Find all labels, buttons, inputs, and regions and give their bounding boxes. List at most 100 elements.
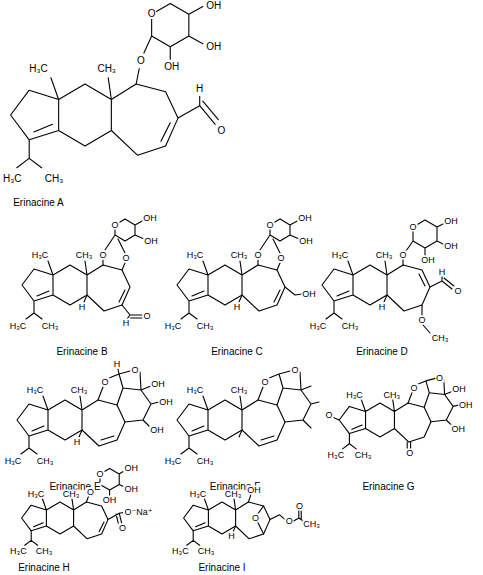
- atom-label: CH₃: [224, 490, 243, 499]
- atom-label: H: [227, 531, 236, 540]
- atom-label: CH₃: [35, 546, 54, 555]
- atom-label: CH₃: [354, 450, 373, 459]
- compound-name: Erinacine C: [210, 347, 264, 357]
- atom-label: O: [435, 373, 444, 382]
- atom-label: OH: [450, 424, 466, 433]
- atom-label: H₃C: [164, 322, 183, 331]
- atom-label: O: [253, 251, 262, 260]
- atom-label: CH₃: [75, 251, 94, 260]
- atom-label: OH: [143, 237, 159, 246]
- atom-label: O: [405, 449, 414, 458]
- atom-label: O: [408, 223, 417, 232]
- atom-label: CH₃: [70, 386, 89, 395]
- atom-label: OH: [123, 464, 139, 473]
- atom-label: CH₃: [196, 322, 215, 331]
- atom-label: O: [417, 316, 426, 325]
- atom-label: OH: [297, 214, 313, 223]
- atom-label: H₃C: [27, 490, 46, 499]
- atom-label: OH: [246, 486, 262, 495]
- atom-label: CH₃: [96, 64, 117, 74]
- atom-label: H₃C: [309, 322, 328, 331]
- atom-label: CH₃: [431, 334, 450, 343]
- molecule-a: [11, 3, 219, 167]
- atom-label: O: [453, 287, 462, 296]
- atom-label: O: [251, 514, 260, 523]
- molecule-g: [333, 378, 460, 449]
- atom-label: O: [295, 502, 304, 511]
- atom-label: H₃C: [345, 390, 364, 399]
- atom-label: OH: [163, 62, 180, 72]
- atom-label: H₃C: [171, 546, 190, 555]
- atom-label: OH: [150, 380, 166, 389]
- atom-label: OH: [301, 290, 317, 299]
- atom-label: H: [438, 268, 447, 277]
- atom-label: CH₃: [230, 386, 249, 395]
- atom-label: H₃C: [164, 457, 183, 466]
- atom-label: OH: [123, 485, 139, 494]
- atom-label: O: [147, 9, 157, 19]
- atom-label: CH₃: [197, 546, 216, 555]
- atom-label: OH: [102, 495, 118, 504]
- atom-label: CH₃: [41, 322, 60, 331]
- atom-label: H₃C: [186, 386, 205, 395]
- atom-label: OH: [142, 214, 158, 223]
- atom-label: H₃C: [326, 450, 345, 459]
- atom-label: H: [378, 303, 387, 312]
- atom-label: O: [265, 221, 274, 230]
- molecule-b: [22, 219, 144, 319]
- atom-label: CH₃: [341, 322, 360, 331]
- atom-label: O: [324, 410, 333, 419]
- atom-label: H₃C: [331, 251, 350, 260]
- atom-label: O: [136, 56, 146, 66]
- compound-name: Erinacine I: [197, 563, 246, 573]
- atom-label: CH₃: [383, 390, 402, 399]
- atom-label: H: [78, 303, 87, 312]
- atom-label: OH: [205, 1, 222, 11]
- atom-label: OH: [420, 256, 436, 265]
- atom-label: H: [113, 360, 122, 369]
- atom-label: OH: [451, 385, 467, 394]
- atom-label: OH: [443, 242, 459, 251]
- atom-label: O: [409, 383, 418, 392]
- molecule-h: [22, 468, 129, 545]
- molecule-i: [184, 495, 306, 545]
- molecule-d: [322, 220, 454, 333]
- atom-label: CH₃: [375, 251, 394, 260]
- atom-label: OH: [443, 217, 459, 226]
- atom-label: O: [398, 251, 407, 260]
- molecule-e: [17, 369, 159, 454]
- atom-label: O: [118, 523, 127, 532]
- atom-label: OH: [458, 400, 474, 409]
- atom-label: CH₃: [44, 174, 65, 184]
- atom-label: CH₃: [196, 457, 215, 466]
- atom-label: O: [110, 221, 119, 230]
- atom-label: H₃C: [28, 64, 49, 74]
- atom-label: O: [285, 517, 294, 526]
- atom-label: OH: [149, 426, 165, 435]
- compound-name: Erinacine G: [361, 482, 415, 492]
- atom-label: H: [195, 84, 204, 94]
- atom-label: H₃C: [9, 546, 28, 555]
- atom-label: H₃C: [186, 251, 205, 260]
- molecule-c: [177, 219, 302, 319]
- atom-label: O: [290, 366, 299, 375]
- atom-label: OH: [205, 42, 222, 52]
- atom-label: O: [217, 126, 227, 136]
- atom-label: O: [130, 366, 139, 375]
- atom-label: O: [276, 254, 285, 263]
- atom-label: H₃C: [189, 490, 208, 499]
- atom-label: O: [98, 251, 107, 260]
- atom-label: CH₃: [62, 490, 81, 499]
- atom-label: OH: [158, 398, 174, 407]
- atom-label: O: [142, 312, 151, 321]
- atom-label: CH₃: [302, 520, 321, 529]
- atom-label: O: [100, 378, 109, 387]
- atom-label: H₃C: [2, 174, 23, 184]
- atom-label: O: [86, 487, 95, 496]
- compound-name: Erinacine B: [55, 347, 108, 357]
- atom-label: H₃C: [26, 386, 45, 395]
- atom-label: O: [121, 254, 130, 263]
- compound-name: Erinacine A: [12, 198, 65, 208]
- atom-label: O: [95, 470, 104, 479]
